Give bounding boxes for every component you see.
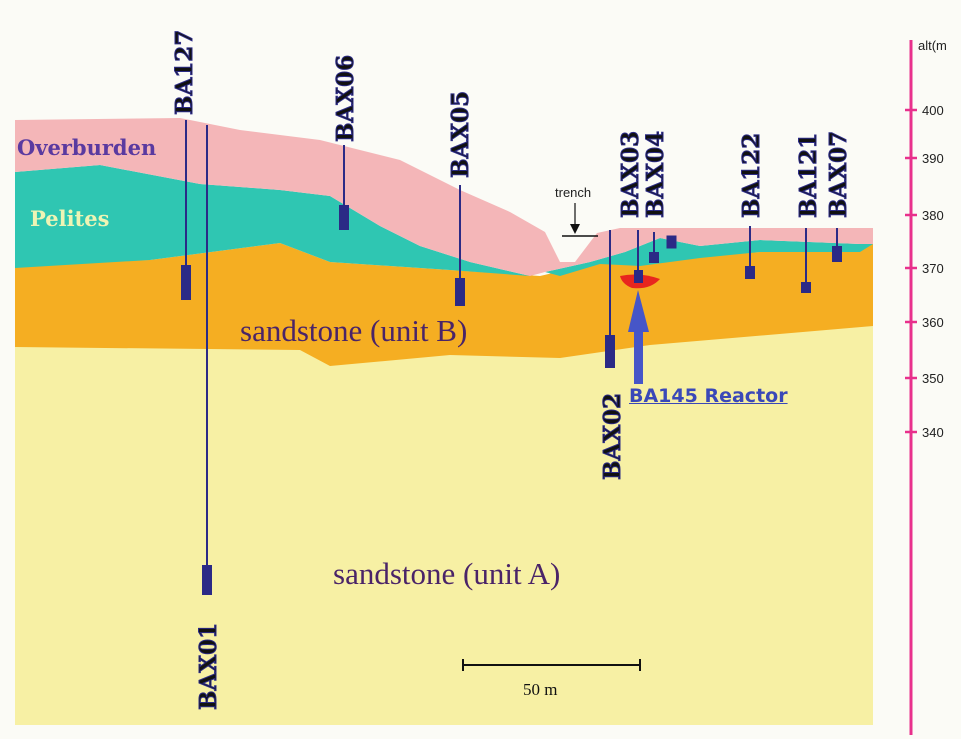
altitude-axis-label: alt(m [918,38,947,53]
trench-arrowhead [570,224,580,234]
axis-tick-label: 390 [922,151,944,166]
borehole-bax05: BAX05 [447,90,475,306]
layer-overburden [15,118,873,276]
borehole-label: BA122 [738,133,765,218]
label-pelites: Pelites [30,206,109,231]
axis-tick-label: 350 [922,371,944,386]
borehole-ba122: BA122 [738,132,766,279]
axis-tick-label: 380 [922,208,944,223]
reactor-borehole-tip [634,270,643,283]
borehole-label: BAX06 [332,55,359,142]
label-unit-a: sandstone (unit A) [333,556,560,591]
layer-unit-a [15,300,873,725]
borehole-label: BAX03 [617,131,644,218]
borehole-label: BAX04 [642,131,669,218]
trench-label: trench [555,185,591,200]
borehole-bax04: BAX04 [642,130,670,263]
borehole-bax02: BAX02 [599,230,627,481]
borehole-bax06: BAX06 [332,54,360,230]
layer-pelites-right [545,238,873,276]
layer-pelites [15,165,530,276]
scale-bar [462,659,641,671]
reactor-link[interactable]: BA145 Reactor [629,385,788,407]
borehole-label: BA121 [795,133,822,218]
borehole-label: BAX02 [599,393,626,480]
axis-tick-label: 360 [922,315,944,330]
borehole-bax01: BAX01 [195,125,223,711]
label-unit-b: sandstone (unit B) [240,313,467,348]
borehole-label: BAX07 [825,131,852,218]
axis-tick-label: 370 [922,261,944,276]
label-overburden: Overburden [17,135,156,160]
axis-tick-label: 400 [922,103,944,118]
axis-tick-label: 340 [922,425,944,440]
borehole-bax07: BAX07 [825,130,853,262]
borehole-label: BAX05 [447,91,474,178]
borehole-bax03: BAX03 [617,130,645,270]
borehole-marker [666,235,677,249]
borehole-ba127: BA127 [171,29,199,300]
borehole-label: BAX01 [195,623,222,710]
borehole-ba121: BA121 [795,132,823,293]
reactor-arrow [628,290,649,384]
borehole-label: BA127 [171,30,198,115]
scale-label: 50 m [523,680,557,699]
layer-unit-b [15,243,873,366]
